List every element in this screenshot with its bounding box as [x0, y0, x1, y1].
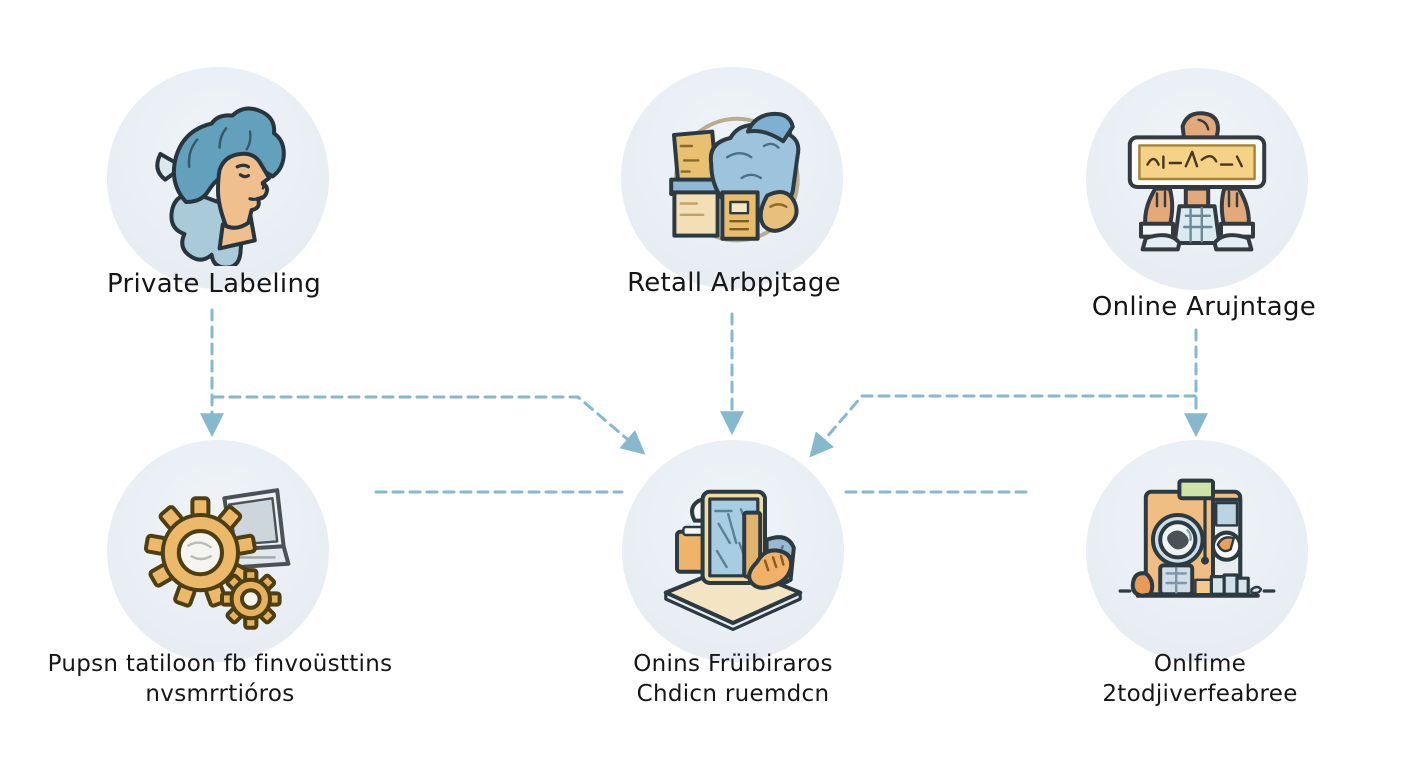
label-online-storefront: Onlfime 2todjiverfeabree [1102, 651, 1298, 707]
packages-pile-icon [669, 111, 801, 243]
label-private-labeling: Private Labeling [106, 269, 322, 299]
node-online-marketplace [622, 440, 844, 662]
node-online-arbitrage [1086, 68, 1308, 290]
woman-profile-wig-icon [155, 106, 286, 266]
node-online-storefront [1086, 440, 1308, 662]
label-online-arbitrage: Online Arujntage [1091, 292, 1317, 322]
label-prep-automation: Pupsn tatiloon fb finvoüsttins nvsmrrtió… [47, 651, 393, 707]
label-retail-arbitrage: Retall Arbpjtage [627, 268, 841, 298]
node-prep-automation [107, 440, 329, 662]
label-online-marketplace: Onins Früibiraros Chdicn ruemdcn [633, 651, 833, 707]
node-private-labeling [107, 67, 329, 289]
node-retail-arbitrage [621, 67, 843, 289]
arrow-online-arbitrage-to-marketplace [809, 394, 1197, 458]
storefront-icon [1118, 478, 1276, 598]
gears-laptop-icon [143, 488, 291, 630]
hands-holding-screen-icon [1127, 111, 1267, 252]
arrow-private-labeling-to-marketplace [211, 395, 646, 455]
tablet-stand-icon [663, 489, 803, 631]
